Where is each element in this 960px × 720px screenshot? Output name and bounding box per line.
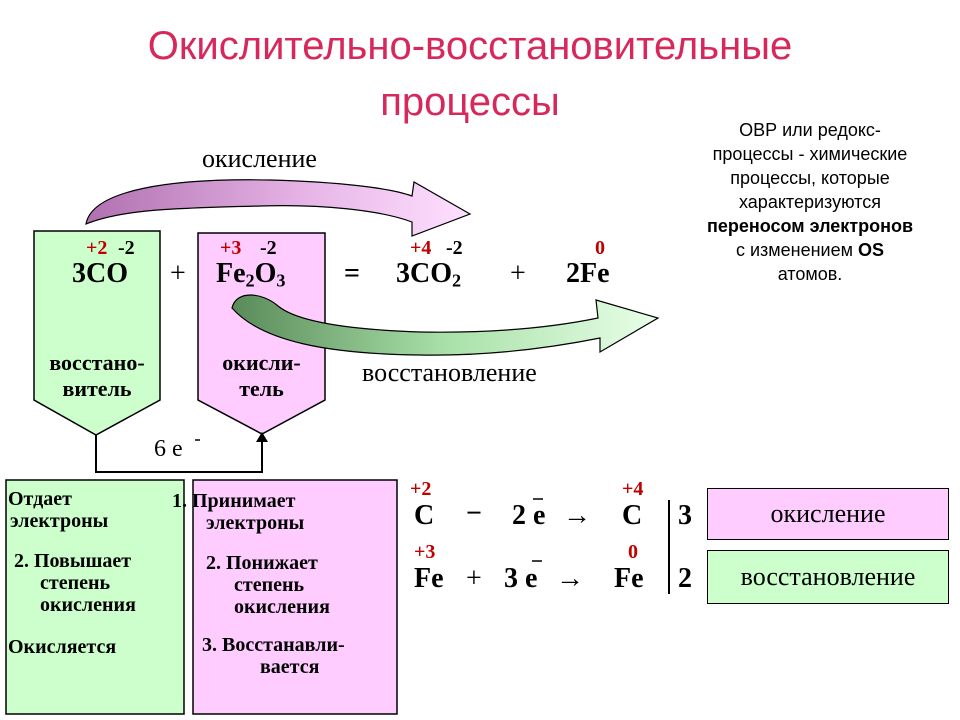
reducer-label: восстано- витель [34, 350, 160, 402]
definition-line-6: с изменением OS [660, 238, 960, 262]
oxidizer-list-5: окисления [234, 596, 330, 618]
hr1-ox-right: +4 [622, 478, 644, 500]
oxidizer-list-1: 1. Принимает [172, 490, 296, 512]
reducer-label-line-1: восстано- [49, 350, 145, 375]
title-line-1: Окислительно-восстановительные [147, 24, 793, 68]
hr1-op: − [466, 498, 482, 529]
definition-line-5: переносом электронов [706, 216, 914, 236]
oxidizer-label-line-1: окисли- [222, 350, 301, 375]
hr1-right: C [622, 500, 643, 531]
co-ox-c: +2 [86, 237, 108, 259]
reducer-list-5: окисления [40, 594, 136, 616]
reducer-list-3: 2. Повышает [14, 550, 132, 572]
co2-ox-c: +4 [410, 237, 432, 259]
reducer-list-1: Отдает [8, 488, 72, 510]
definition-line-3: процессы, которые [730, 168, 890, 188]
plus-2: + [510, 258, 526, 289]
co2-formula: 3CO2 [396, 258, 461, 292]
reducer-label-line-2: витель [62, 376, 132, 401]
definition-line-4: характеризуются [739, 192, 881, 212]
oxidizer-list: 1. Принимает электроны 2. Понижает степе… [172, 490, 398, 678]
reduction-curved-arrow [231, 294, 660, 356]
definition-line-6-bold: OS [858, 240, 885, 260]
oxidizer-label: окисли- тель [198, 350, 325, 402]
oxidizer-list-4: степень [234, 574, 305, 596]
reduction-process-label: восстановление [740, 562, 916, 591]
equals-sign: = [344, 258, 360, 289]
co-ox-o: -2 [118, 237, 135, 259]
definition-line-2: процессы - химические [712, 144, 908, 164]
fe2o3-ox-fe: +3 [220, 237, 242, 259]
fe2o3-formula: Fe2O3 [216, 258, 286, 292]
oxidizer-list-3: 2. Понижает [206, 552, 318, 574]
oxidizer-list-6: 3. Восстанавли- [202, 634, 345, 656]
hr2-coef: 2 [678, 563, 692, 594]
oxidizer-list-box [192, 479, 398, 715]
hr2-right: Fe [614, 563, 644, 594]
fe2o3-o-sub: 3 [276, 270, 286, 291]
oxidizer-list-2: электроны [206, 512, 305, 534]
co2-o-sub: 2 [452, 270, 462, 291]
definition-line-6-text: с изменением [735, 240, 858, 260]
oxidation-process-label: окисление [770, 499, 886, 528]
oxidizer-list-7: вается [260, 656, 320, 678]
hr1-electrons: 2 e [512, 500, 546, 531]
oxidation-process-box: окисление [707, 488, 949, 540]
co2-co: 3CO [396, 258, 452, 289]
title-line-2: процессы [380, 80, 560, 124]
definition-text: ОВР или редокс- процессы - химические пр… [660, 118, 960, 286]
co-formula: 3CO [72, 258, 128, 289]
fe2o3-o: O [254, 258, 277, 289]
hr2-op: + [466, 563, 482, 594]
hr2-ox-left: +3 [414, 541, 436, 563]
hr2-arrow: → [556, 563, 584, 594]
oxidizer-pentagon [197, 232, 326, 435]
page-title: Окислительно-восстановительные процессы [60, 22, 880, 126]
hr1-left: C [414, 500, 435, 531]
reduction-arrow-label: восстановление [362, 358, 537, 387]
electron-transfer-arrowhead [256, 432, 268, 442]
hr1-coef: 3 [678, 500, 692, 531]
fe-ox: 0 [595, 237, 605, 259]
fe2o3-ox-o: -2 [260, 237, 277, 259]
fe-formula: 2Fe [566, 258, 610, 289]
electron-transfer-label: 6 e [154, 436, 183, 462]
reducer-pentagon [33, 230, 161, 436]
reducer-list-6: Окисляется [8, 636, 117, 658]
oxidation-curved-arrow [85, 179, 472, 237]
co2-ox-o: -2 [446, 237, 463, 259]
hr1-arrow: → [563, 500, 591, 531]
reducer-list: Отдает электроны 2. Повышает степень оки… [8, 488, 184, 658]
oxidation-arrow-label: окисление [202, 144, 317, 173]
reduction-process-box: восстановление [707, 550, 949, 604]
reducer-list-4: степень [40, 572, 111, 594]
definition-line-7: атомов. [777, 264, 843, 284]
hr2-electrons: 3 e [504, 563, 538, 594]
reducer-list-box [5, 479, 185, 715]
hr2-ox-right: 0 [628, 541, 638, 563]
reducer-list-2: электроны [10, 510, 109, 532]
electron-transfer-line [95, 435, 263, 473]
hr1-ox-left: +2 [410, 478, 432, 500]
fe2o3-fe-sub: 2 [245, 270, 255, 291]
oxidizer-label-line-2: тель [239, 376, 284, 401]
hr2-left: Fe [414, 563, 444, 594]
definition-line-1: ОВР или редокс- [739, 120, 881, 140]
fe2o3-fe: Fe [216, 258, 246, 289]
plus-1: + [170, 258, 186, 289]
